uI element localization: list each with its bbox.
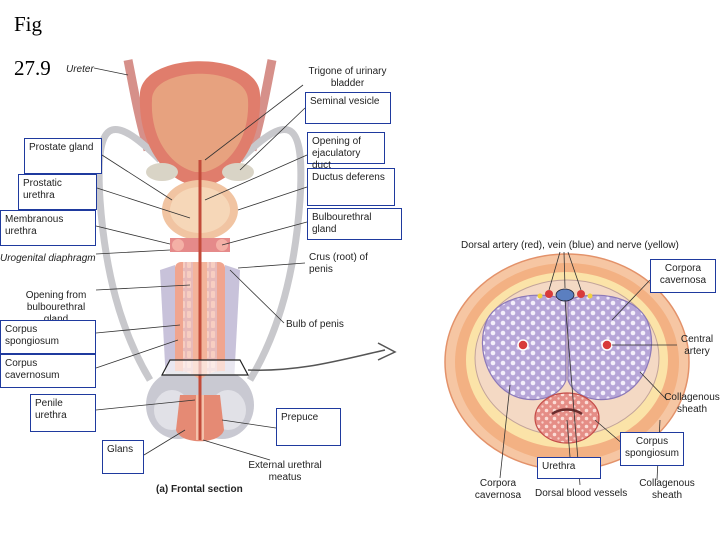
section-arrow — [247, 349, 386, 371]
box-bulbourethral-gland: Bulbourethral gland — [307, 208, 402, 240]
label-trigone: Trigone of urinary bladder — [308, 66, 387, 89]
box-corpus-cavernosum: Corpus cavernosum — [0, 354, 96, 388]
box-opening-ejaculatory-duct: Opening of ejaculatory duct — [307, 132, 385, 171]
label-bulb-of-penis: Bulb of penis — [286, 319, 344, 330]
box-corpora-cavernosa: Corpora cavernosa — [650, 259, 716, 293]
cross-urethra — [551, 408, 583, 416]
label-crus-of-penis: Crus (root) of penis — [309, 252, 368, 275]
central-artery-right — [601, 339, 613, 351]
label-opening-bulbourethral: Opening from bulbourethral gland — [25, 290, 87, 325]
seminal-vesicle-right — [222, 163, 254, 181]
box-urethra: Urethra — [537, 457, 601, 479]
ductus-deferens-left — [95, 126, 163, 382]
dorsal-vein — [555, 288, 575, 302]
cross-corpus-spongiosum — [534, 392, 600, 444]
frontal-section-caption: (a) Frontal section — [156, 484, 243, 495]
box-prostate-gland: Prostate gland — [24, 138, 102, 174]
label-dorsal-vessels-header: Dorsal artery (red), vein (blue) and ner… — [461, 240, 679, 251]
label-ureter: Ureter — [66, 64, 94, 75]
section-plane — [161, 359, 249, 376]
figure-word: Fig — [14, 12, 43, 36]
central-artery-left — [517, 339, 529, 351]
ureter-right — [247, 59, 277, 152]
box-penile-urethra: Penile urethra — [30, 394, 96, 432]
figure-number: 27.9 — [14, 56, 51, 80]
box-glans: Glans — [102, 440, 144, 474]
dorsal-artery-left — [545, 290, 553, 298]
label-corpora-cavernosa-bottom: Corpora cavernosa — [474, 478, 522, 501]
label-dorsal-blood-vessels: Dorsal blood vessels — [535, 488, 628, 499]
label-collagenous-sheath-bottom: Collagenous sheath — [639, 478, 695, 501]
box-prepuce: Prepuce — [276, 408, 341, 446]
label-central-artery: Central artery — [680, 334, 714, 357]
ureter-left — [123, 59, 153, 152]
box-membranous-urethra: Membranous urethra — [0, 210, 96, 246]
dorsal-nerve-right — [587, 293, 593, 299]
ductus-deferens-right — [237, 126, 305, 382]
seminal-vesicle-left — [146, 163, 178, 181]
label-external-urethral-meatus: External urethral meatus — [248, 460, 322, 483]
box-prostatic-urethra: Prostatic urethra — [18, 174, 97, 210]
bulbourethral-left — [172, 239, 184, 251]
dorsal-nerve-left — [537, 293, 543, 299]
box-corpus-spongiosum: Corpus spongiosum — [0, 320, 96, 354]
dorsal-artery-right — [577, 290, 585, 298]
box-corpus-spongiosum-cross: Corpus spongiosum — [620, 432, 684, 466]
box-ductus-deferens: Ductus deferens — [307, 168, 395, 206]
bladder-lumen — [151, 73, 249, 172]
box-seminal-vesicle: Seminal vesicle — [305, 92, 391, 124]
label-collagenous-sheath: Collagenous sheath — [664, 392, 720, 415]
label-urogenital-diaphragm: Urogenital diaphragm — [0, 253, 96, 264]
